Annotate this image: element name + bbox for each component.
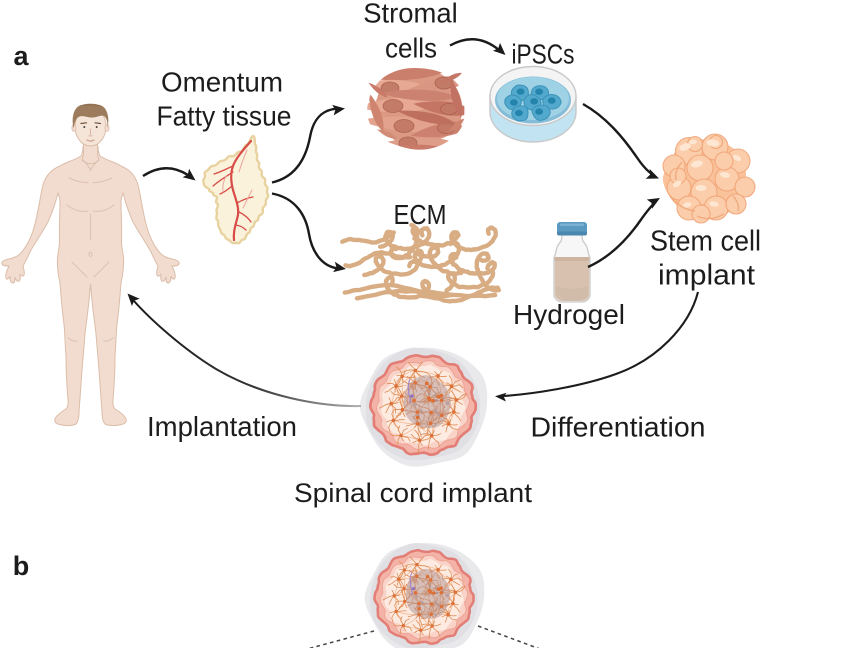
svg-text:Omentum: Omentum bbox=[161, 67, 283, 98]
svg-text:Fatty tissue: Fatty tissue bbox=[157, 101, 292, 132]
svg-text:ECM: ECM bbox=[394, 199, 447, 230]
svg-text:Spinal cord implant: Spinal cord implant bbox=[294, 478, 533, 508]
svg-text:b: b bbox=[13, 551, 30, 581]
svg-text:a: a bbox=[13, 41, 29, 71]
svg-text:iPSCs: iPSCs bbox=[512, 39, 575, 70]
svg-text:Differentiation: Differentiation bbox=[531, 412, 706, 443]
svg-text:implant: implant bbox=[658, 260, 755, 292]
svg-text:Hydrogel: Hydrogel bbox=[513, 299, 625, 330]
svg-text:Stem cell: Stem cell bbox=[650, 226, 761, 258]
svg-text:Stromal: Stromal bbox=[363, 0, 458, 29]
svg-text:Implantation: Implantation bbox=[147, 411, 297, 442]
svg-text:cells: cells bbox=[385, 33, 437, 64]
